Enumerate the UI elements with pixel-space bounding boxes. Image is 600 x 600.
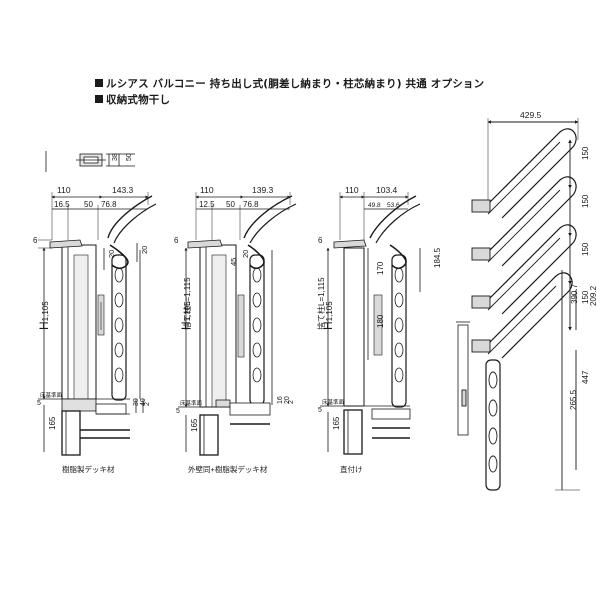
title-line-1: ルシアス バルコニー 持ち出し式(胴差し納まり・柱芯納まり) 共通 オプション — [95, 76, 484, 91]
view-d-dim-150a: 150 — [581, 146, 590, 160]
view-b-dim-50: 50 — [226, 200, 235, 209]
view-c-dim-110: 110 — [345, 185, 359, 195]
view-d-dim-150d: 150 — [581, 290, 590, 304]
view-c-dim-5: 5 — [318, 407, 322, 414]
view-d-dim-447: 447 — [581, 370, 590, 384]
view-a-dim-50: 50 — [84, 200, 93, 209]
view-a-dim-20b: 20 — [140, 246, 149, 254]
view-c-dim-170: 170 — [376, 261, 385, 275]
view-b-dim-2: 2 — [288, 400, 295, 404]
view-c-dim-53-6: 53.6 — [387, 202, 400, 209]
profile-dim-38: 38 — [112, 153, 119, 161]
view-a-dim-16-5: 16.5 — [54, 200, 70, 209]
view-b-dim-12-5: 12.5 — [199, 200, 215, 209]
view-d-arm-3 — [471, 224, 577, 315]
view-b-drawing — [178, 192, 297, 456]
view-d-drawing — [456, 118, 580, 491]
view-a-dim-2: 2 — [144, 402, 151, 406]
view-b-dim-76-8: 76.8 — [243, 200, 259, 209]
view-c-floor-label: 床基準面 — [322, 398, 345, 406]
view-c-dim-180: 180 — [376, 314, 385, 328]
view-a-dim-20a: 20 — [107, 250, 116, 258]
view-d-dim-209: 209.2 — [589, 285, 598, 306]
view-b-floor-label: 床基準面 — [180, 399, 203, 407]
view-d-dim-265: 265.5 — [569, 389, 578, 410]
view-a-caption: 樹脂製デッキ材 — [62, 464, 115, 474]
view-d-dim-150c: 150 — [581, 242, 590, 256]
view-d-arm-4 — [471, 272, 573, 359]
view-b-dim-5: 5 — [176, 408, 180, 415]
view-a-dim-110: 110 — [57, 185, 71, 195]
view-a-dim-40: 40 — [140, 398, 147, 406]
view-b-dim-45: 45 — [229, 258, 238, 266]
view-c-drawing — [320, 192, 421, 455]
view-b-caption: 外壁同+樹脂製デッキ材 — [188, 464, 268, 474]
view-a-dim-6: 6 — [33, 236, 38, 245]
view-b-h-label: H1,105 — [179, 301, 193, 330]
title-line-2: 収納式物干し — [95, 92, 170, 107]
bullet-square-icon — [95, 79, 103, 87]
view-a-h-label: H1,105 — [37, 301, 51, 330]
view-c-h-label: H1,105 — [321, 301, 335, 330]
view-b-dim-6: 6 — [174, 236, 179, 245]
view-b-dim-16: 16 — [277, 396, 284, 404]
view-c-dim-103: 103.4 — [376, 185, 398, 195]
view-a-dim-165: 165 — [48, 416, 57, 430]
view-a-dim-5: 5 — [37, 400, 41, 407]
title-text-2: 収納式物干し — [106, 94, 171, 106]
view-a-drawing — [38, 192, 157, 456]
profile-section — [45, 151, 135, 172]
view-c-dim-184: 184.5 — [433, 247, 442, 268]
profile-dim-50: 50 — [126, 153, 133, 161]
view-c-caption: 直付け — [340, 464, 363, 474]
view-d-dim-390: 390.7 — [570, 283, 579, 304]
bullet-square-icon — [95, 95, 103, 103]
view-c-dim-6: 6 — [318, 236, 323, 245]
view-b-dim-20b: 20 — [284, 396, 291, 404]
view-c-dim-165: 165 — [332, 416, 341, 430]
view-b-dim-165: 165 — [190, 418, 199, 432]
view-d-dim-429: 429.5 — [520, 110, 542, 120]
view-a-dim-76-8: 76.8 — [101, 200, 117, 209]
view-d-arm-2 — [471, 176, 577, 267]
view-d-arm-1 — [471, 128, 577, 219]
view-b-dim-20: 20 — [241, 250, 250, 258]
view-a-dim-143: 143.3 — [112, 185, 134, 195]
title-text-1: ルシアス バルコニー 持ち出し式(胴差し納まり・柱芯納まり) 共通 オプション — [106, 78, 485, 90]
view-b-dim-139: 139.3 — [252, 185, 274, 195]
view-b-dim-110: 110 — [200, 185, 214, 195]
view-d-dim-150b: 150 — [581, 194, 590, 208]
view-b-post-label: 捨て柱L=1,115 — [316, 277, 326, 330]
view-c-dim-49-8: 49.8 — [368, 202, 381, 209]
view-a-dim-30: 30 — [133, 398, 140, 406]
view-a-floor-label: 床基準面 — [40, 391, 63, 399]
